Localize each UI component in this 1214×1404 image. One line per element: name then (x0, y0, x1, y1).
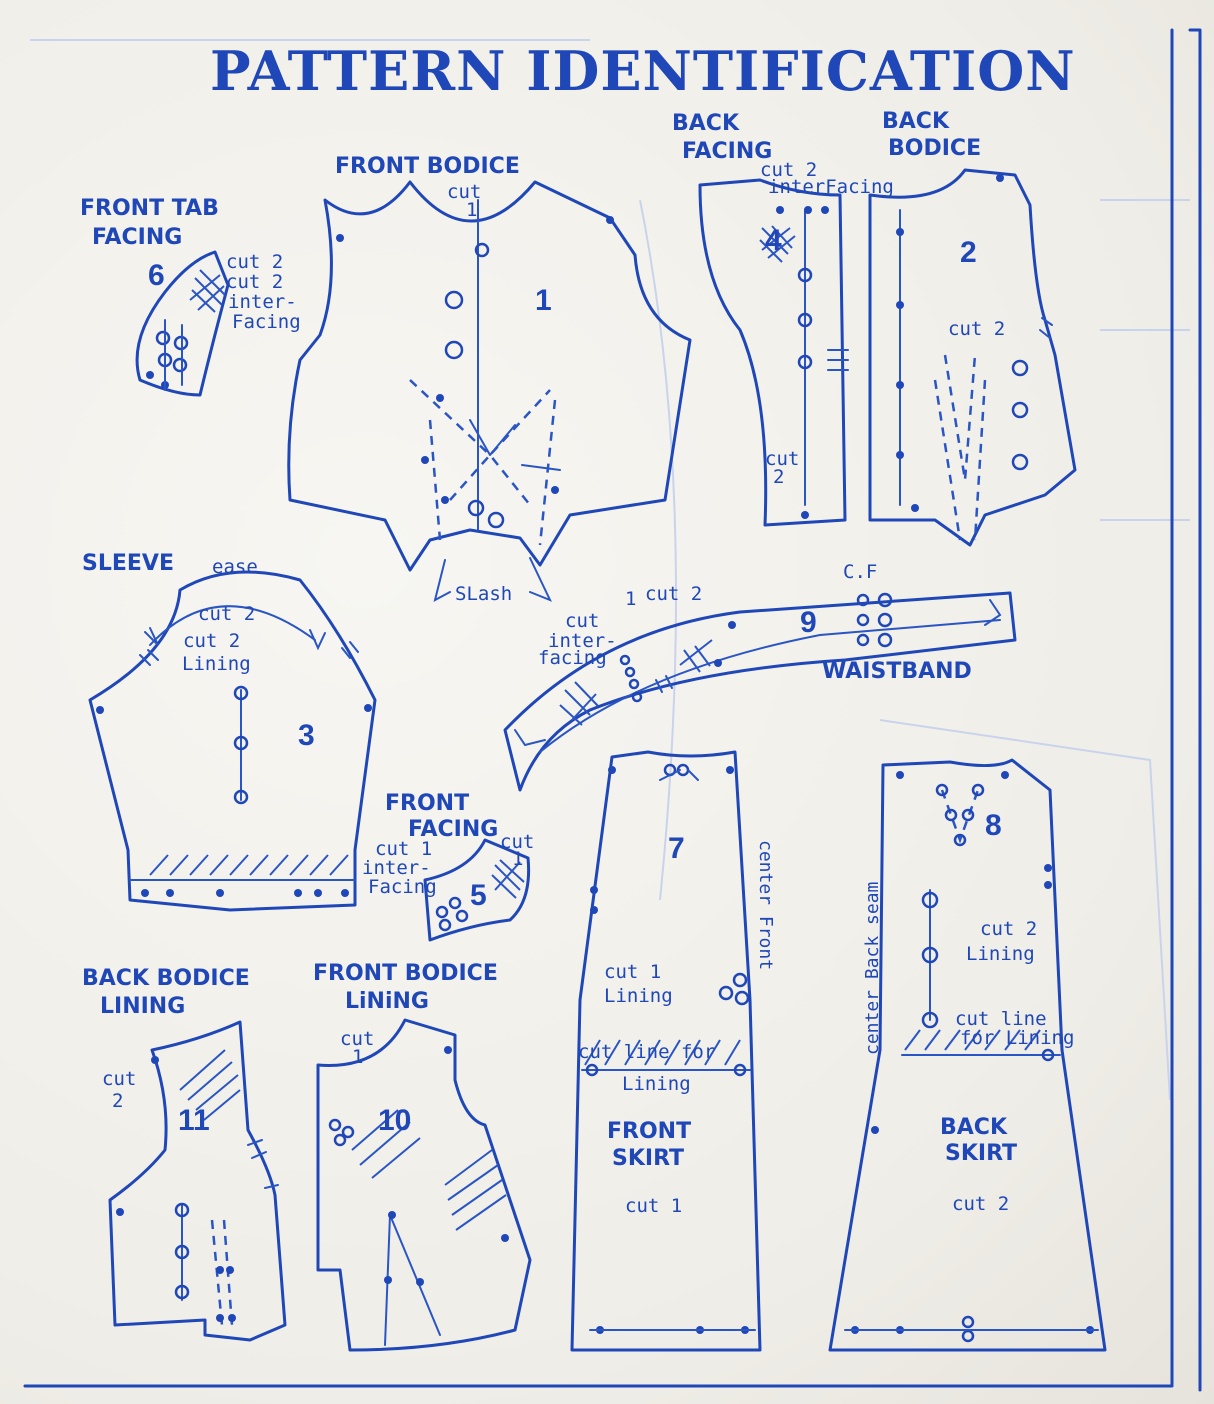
front-skirt-cut-1: cut 1 (604, 961, 661, 983)
front-facing-inter: inter- (362, 857, 431, 879)
front-lining-outline (316, 1018, 532, 1352)
sleeve-outline (88, 570, 377, 912)
front-lining-cut: cut (340, 1028, 374, 1050)
front-facing-label-1: FRONT (385, 791, 469, 816)
waistband-label: WAISTBAND (822, 659, 972, 684)
piece-back-skirt: 8 cut 2 Lining cut line for Lining BACK … (828, 758, 1107, 1352)
front-skirt-center-front: center Front (755, 840, 776, 970)
front-lining-cut-count: 1 (352, 1046, 363, 1068)
waistband-inter: inter- (548, 630, 617, 652)
back-skirt-cut-2: cut 2 (980, 918, 1037, 940)
back-facing-label-1: BACK (672, 111, 740, 136)
front-tab-outline (135, 250, 230, 397)
sheet-border-corner (1188, 28, 1202, 1392)
front-skirt-lining: Lining (604, 985, 673, 1007)
back-lining-outline (108, 1020, 287, 1342)
front-tab-label-1: FRONT TAB (80, 196, 219, 221)
back-skirt-number: 8 (985, 809, 1002, 842)
back-bodice-cut: cut 2 (948, 318, 1005, 340)
piece-front-facing: FRONT FACING 5 cut 1 inter- Facing cut 1 (362, 791, 534, 942)
front-facing-cut: cut 1 (375, 838, 432, 860)
front-tab-cut-1: cut 2 (226, 251, 283, 273)
sleeve-label: SLEEVE (82, 551, 174, 576)
front-facing-cut-count: 1 (512, 848, 523, 870)
front-lining-label-1: FRONT BODICE (313, 961, 498, 986)
sleeve-lining: Lining (182, 653, 251, 675)
piece-front-skirt: 7 cut 1 Lining cut line for Lining FRONT… (570, 750, 776, 1352)
sleeve-cut-2: cut 2 (183, 630, 240, 652)
piece-front-tab-facing: FRONT TAB FACING 6 cut 2 cut 2 inter- Fa… (80, 196, 301, 397)
front-skirt-label-1: FRONT (607, 1119, 691, 1144)
back-skirt-label-1: BACK (940, 1115, 1008, 1140)
piece-back-bodice-lining: BACK BODICE LINING 11 cut 2 (82, 966, 287, 1342)
back-skirt-cut-2b: cut 2 (952, 1193, 1009, 1215)
back-facing-cut-b: cut (765, 448, 799, 470)
front-facing-number: 5 (470, 879, 487, 912)
front-tab-facing: Facing (232, 311, 301, 333)
front-skirt-cut-2: cut 1 (625, 1195, 682, 1217)
piece-waistband: C.F cut 2 cut 1 inter- facing 9 WAISTBAN… (503, 561, 1017, 792)
back-lining-label-1: BACK BODICE (82, 966, 250, 991)
waistband-cut: cut (565, 610, 599, 632)
front-skirt-cut-line-lining: Lining (622, 1073, 691, 1095)
back-skirt-outline (828, 758, 1107, 1352)
back-facing-label-2: FACING (682, 139, 772, 164)
front-bodice-slash-label: SLash (455, 583, 512, 605)
front-facing-label-2: FACING (408, 817, 498, 842)
back-lining-cut-count: 2 (112, 1090, 123, 1112)
back-skirt-lining: Lining (966, 943, 1035, 965)
front-bodice-cut-count: 1 (466, 199, 477, 221)
back-bodice-outline (868, 168, 1077, 547)
front-lining-label-2: LiNiNG (345, 989, 429, 1014)
back-bodice-number: 2 (960, 236, 977, 269)
front-skirt-number: 7 (668, 832, 685, 865)
front-lining-number: 10 (378, 1104, 411, 1137)
back-facing-cut: cut 2 (760, 159, 817, 181)
back-skirt-label-2: SKIRT (945, 1141, 1017, 1166)
waistband-cut-2: cut 2 (645, 583, 702, 605)
waistband-outline (503, 591, 1017, 792)
piece-back-bodice: BACK BODICE 2 cut 2 (868, 109, 1077, 547)
back-skirt-cut-line: cut line (955, 1008, 1047, 1030)
back-facing-number: 4 (765, 224, 782, 257)
show-through (30, 39, 1190, 1101)
sleeve-number: 3 (298, 719, 315, 752)
waistband-cut-count: 1 (625, 588, 636, 610)
back-lining-label-2: LINING (100, 994, 185, 1019)
back-facing-outline (698, 178, 847, 527)
back-facing-cut-count: 2 (773, 466, 784, 488)
front-bodice-number: 1 (535, 284, 552, 317)
back-lining-cut: cut (102, 1068, 136, 1090)
front-facing-outline (423, 838, 531, 942)
piece-front-bodice: FRONT BODICE cut 1 1 SLash (287, 154, 692, 605)
back-bodice-label-2: BODICE (888, 136, 981, 161)
back-lining-number: 11 (178, 1104, 210, 1137)
piece-sleeve: SLEEVE ease 3 cut 2 cut 2 Lining (82, 551, 377, 912)
back-skirt-center-back: center Back seam (862, 882, 883, 1055)
front-tab-cut-2: cut 2 (226, 271, 283, 293)
piece-front-bodice-lining: FRONT BODICE LiNiNG 10 cut 1 (313, 961, 532, 1352)
waistband-cf: C.F (843, 561, 877, 583)
sleeve-cut-1: cut 2 (198, 603, 255, 625)
piece-back-facing: BACK FACING cut 2 interFacing 4 cut 2 (672, 111, 894, 527)
front-tab-number: 6 (148, 259, 165, 292)
front-skirt-cut-line: cut line for (578, 1041, 715, 1063)
front-bodice-cut: cut (447, 181, 481, 203)
back-bodice-label-1: BACK (882, 109, 950, 134)
front-tab-label-2: FACING (92, 225, 182, 250)
waistband-number: 9 (800, 606, 817, 639)
page-title: PATTERN IDENTIFICATION (210, 39, 1076, 103)
front-facing-cut-b: cut (500, 831, 534, 853)
front-skirt-outline (570, 750, 762, 1352)
front-bodice-outline (287, 180, 692, 572)
front-tab-inter: inter- (228, 291, 297, 313)
back-skirt-cut-line-lining: for Lining (960, 1027, 1074, 1049)
front-skirt-label-2: SKIRT (612, 1146, 684, 1171)
front-bodice-label: FRONT BODICE (335, 154, 520, 179)
front-facing-facing: Facing (368, 876, 437, 898)
